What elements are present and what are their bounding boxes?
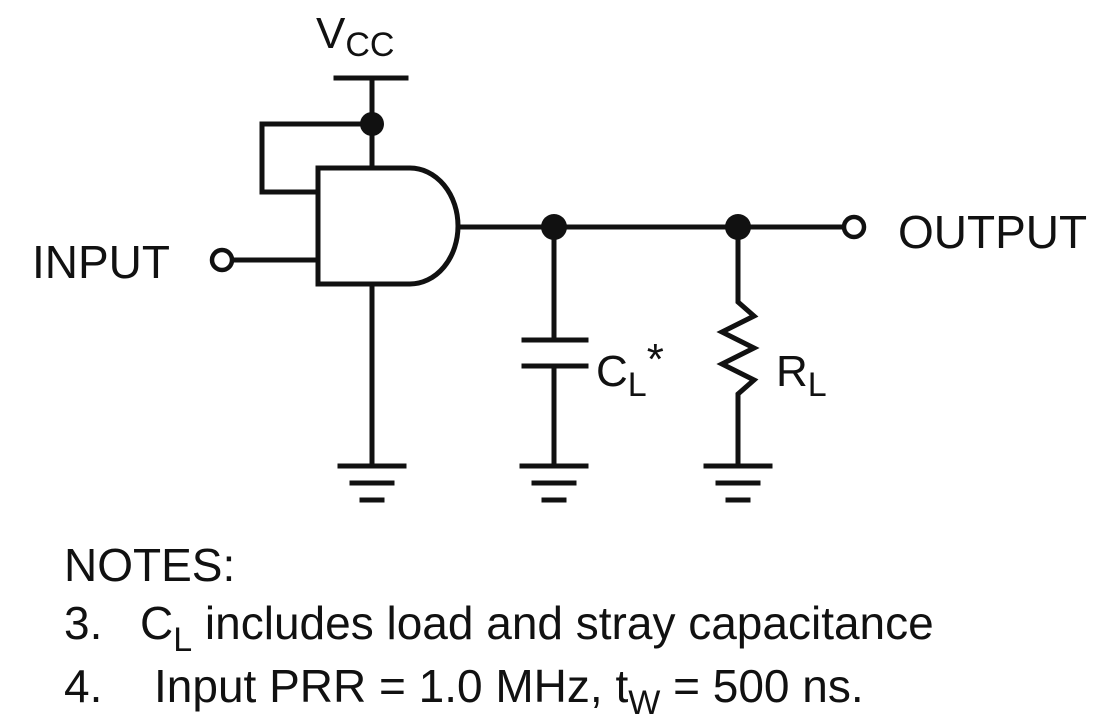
input-label: INPUT bbox=[32, 236, 170, 288]
vcc-label: VCC bbox=[316, 9, 394, 64]
note-number: 4. bbox=[64, 660, 103, 712]
resistor-zigzag bbox=[716, 224, 760, 469]
cl-label: CL* bbox=[596, 335, 664, 404]
gate-ground bbox=[337, 281, 407, 503]
output-terminal-circle bbox=[841, 214, 867, 240]
note-text-pre: Input PRR = 1.0 MHz, t bbox=[154, 660, 629, 712]
note-text-post: includes load and stray capacitance bbox=[192, 597, 934, 649]
notes-heading: NOTES: bbox=[64, 539, 236, 591]
rl-label: RL bbox=[776, 347, 827, 404]
note-subscript: W bbox=[628, 684, 661, 722]
vcc-supply: VCC bbox=[316, 9, 409, 171]
notes-section: NOTES: 3. CL includes load and stray capa… bbox=[64, 536, 934, 722]
feedback-wire bbox=[259, 121, 375, 195]
input-terminal-circle bbox=[209, 247, 235, 273]
load-resistor: RL bbox=[703, 224, 827, 503]
note-item-3: 3. CL includes load and stray capacitance bbox=[64, 594, 934, 659]
output-line: OUTPUT bbox=[455, 206, 1087, 258]
and-gate bbox=[315, 165, 461, 287]
note-text-pre: C bbox=[140, 597, 174, 649]
note-subscript: L bbox=[173, 621, 193, 659]
output-label: OUTPUT bbox=[898, 206, 1087, 258]
load-capacitor: CL* bbox=[519, 224, 664, 503]
input-terminal: INPUT bbox=[32, 236, 321, 288]
vcc-junction-dot bbox=[360, 112, 384, 136]
vcc-feedback-loop bbox=[259, 112, 384, 195]
note-number: 3. bbox=[64, 597, 103, 649]
note-text-post: = 500 ns. bbox=[660, 660, 864, 712]
note-item-4: 4. Input PRR = 1.0 MHz, tW = 500 ns. bbox=[64, 657, 934, 722]
